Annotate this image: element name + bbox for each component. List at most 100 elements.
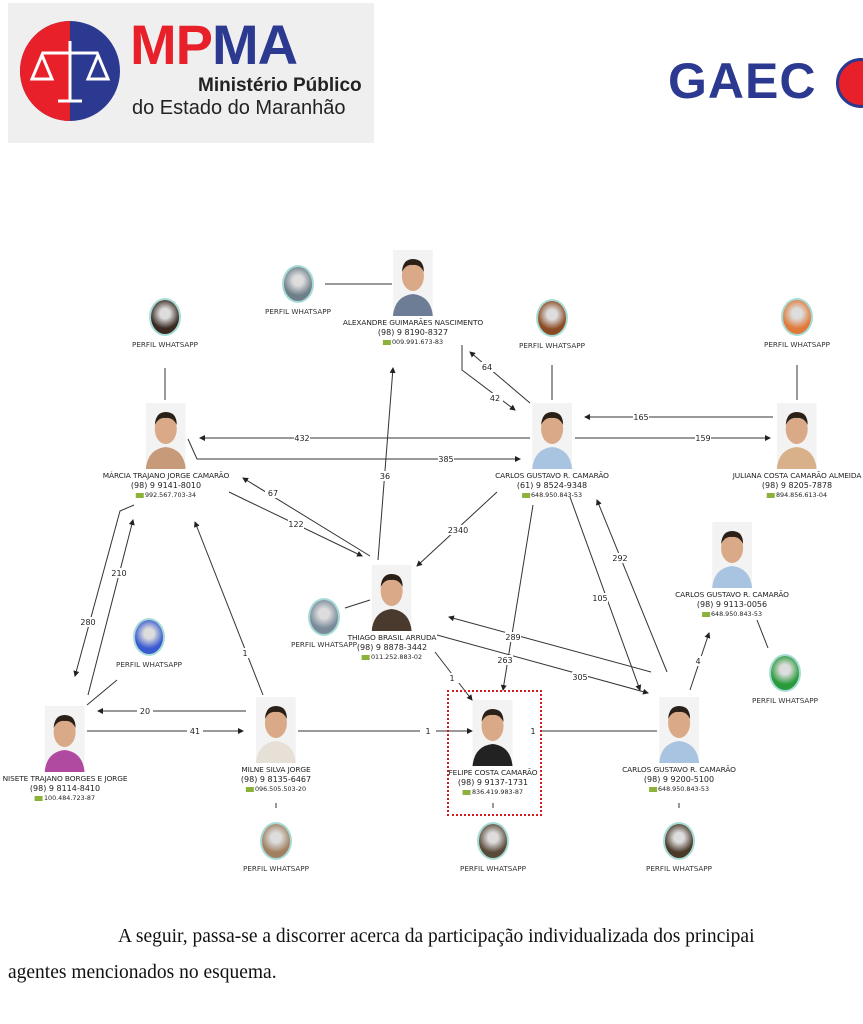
edge-count-label: 292 <box>612 554 627 563</box>
person-phone: (98) 9 8114-8410 <box>29 784 101 793</box>
edge-count-label: 1 <box>425 727 430 736</box>
person-cpf: 648.950.843-53 <box>675 610 789 618</box>
whatsapp-label: PERFIL WHATSAPP <box>752 696 818 705</box>
person-node-carlos1[interactable]: CARLOS GUSTAVO R. CAMARÃO (61) 9 8524-93… <box>495 403 609 499</box>
whatsapp-profile-7[interactable]: PERFIL WHATSAPP <box>243 822 309 873</box>
person-cpf: 011.252.883-02 <box>348 653 437 661</box>
whatsapp-profile-4[interactable]: PERFIL WHATSAPP <box>752 654 818 705</box>
whatsapp-label: PERFIL WHATSAPP <box>764 340 830 349</box>
person-node-nisete[interactable]: NISETE TRAJANO BORGES E JORGE (98) 9 811… <box>3 706 128 802</box>
person-name: JULIANA COSTA CAMARÃO ALMEIDA <box>732 471 862 480</box>
whatsapp-label: PERFIL WHATSAPP <box>291 640 357 649</box>
edge-line <box>242 477 371 557</box>
edge-count-label: 105 <box>592 594 607 603</box>
person-name: FELIPE COSTA CAMARÃO <box>448 768 538 777</box>
edge-line <box>194 521 264 696</box>
id-card-icon <box>34 795 43 801</box>
person-cpf: 009.991.673-83 <box>343 338 483 346</box>
whatsapp-profile-6[interactable]: PERFIL WHATSAPP <box>116 618 182 669</box>
person-node-felipe[interactable]: FELIPE COSTA CAMARÃO (98) 9 9137-1731 83… <box>449 700 538 796</box>
whatsapp-label: PERFIL WHATSAPP <box>646 864 712 873</box>
person-node-carlos3[interactable]: CARLOS GUSTAVO R. CAMARÃO (98) 9 9113-00… <box>675 522 789 618</box>
edge-line <box>436 634 649 695</box>
id-card-icon <box>766 492 775 498</box>
whatsapp-avatar-icon <box>536 299 568 337</box>
edge-line <box>377 367 396 561</box>
person-cpf: 096.505.503-20 <box>241 785 311 793</box>
edge-count-label: 385 <box>438 455 453 464</box>
edge-line <box>344 599 371 609</box>
person-photo <box>393 250 433 316</box>
person-node-thiago[interactable]: THIAGO BRASIL ARRUDA (98) 9 8878-3442 01… <box>347 565 437 661</box>
whatsapp-avatar-icon <box>282 265 314 303</box>
id-card-icon <box>701 611 710 617</box>
id-card-icon <box>462 789 471 795</box>
whatsapp-avatar-icon <box>769 654 801 692</box>
person-photo <box>532 403 572 469</box>
edge-line <box>86 679 118 706</box>
whatsapp-label: PERFIL WHATSAPP <box>519 341 585 350</box>
person-node-milne[interactable]: MILNE SILVA JORGE (98) 9 8135-6467 096.5… <box>241 697 311 793</box>
edge-count-label: 305 <box>572 673 587 682</box>
id-card-icon <box>245 786 254 792</box>
person-node-marcia[interactable]: MÁRCIA TRAJANO JORGE CAMARÃO (98) 9 9141… <box>103 403 229 499</box>
person-photo <box>44 706 85 772</box>
edge-count-label: 1 <box>530 727 535 736</box>
person-phone: (98) 9 9137-1731 <box>457 778 529 787</box>
person-name: CARLOS GUSTAVO R. CAMARÃO <box>495 471 609 480</box>
body-paragraph-line1: A seguir, passa-se a discorrer acerca da… <box>118 926 755 947</box>
edge-count-label: 1 <box>449 674 454 683</box>
scales-of-justice-icon <box>20 21 120 121</box>
whatsapp-label: PERFIL WHATSAPP <box>132 340 198 349</box>
edge-count-label: 263 <box>497 656 512 665</box>
person-node-carlos2[interactable]: CARLOS GUSTAVO R. CAMARÃO (98) 9 9200-51… <box>622 697 736 793</box>
person-photo <box>712 522 752 588</box>
edge-count-label: 210 <box>111 569 126 578</box>
person-phone: (98) 9 8190-8327 <box>377 328 449 337</box>
person-photo <box>659 697 699 763</box>
whatsapp-profile-1[interactable]: PERFIL WHATSAPP <box>132 298 198 349</box>
person-phone: (61) 9 8524-9348 <box>516 481 588 490</box>
edge-count-label: 64 <box>482 363 492 372</box>
person-cpf: 100.484.723-87 <box>3 794 128 802</box>
edge-count-label: 289 <box>505 633 520 642</box>
person-name: MILNE SILVA JORGE <box>241 765 311 774</box>
edge-count-label: 159 <box>695 434 710 443</box>
logo-mp: MP <box>130 13 213 76</box>
edge-line <box>448 615 652 673</box>
edge-count-label: 122 <box>288 520 303 529</box>
person-name: ALEXANDRE GUIMARÃES NASCIMENTO <box>342 318 484 327</box>
id-card-icon <box>521 492 530 498</box>
edge-count-label: 1 <box>242 649 247 658</box>
person-name: THIAGO BRASIL ARRUDA <box>347 633 437 642</box>
whatsapp-label: PERFIL WHATSAPP <box>460 864 526 873</box>
body-paragraph-line2: agentes mencionados no esquema. <box>8 962 277 983</box>
edge-count-label: 432 <box>294 434 309 443</box>
whatsapp-profile-5[interactable]: PERFIL WHATSAPP <box>291 598 357 649</box>
person-phone: (98) 9 8878-3442 <box>356 643 428 652</box>
whatsapp-profile-3[interactable]: PERFIL WHATSAPP <box>764 298 830 349</box>
person-photo <box>146 403 186 469</box>
person-phone: (98) 9 9113-0056 <box>696 600 768 609</box>
whatsapp-profile-0[interactable]: PERFIL WHATSAPP <box>265 265 331 316</box>
id-card-icon <box>382 339 391 345</box>
person-cpf: 894.856.613-04 <box>733 491 862 499</box>
id-card-icon <box>361 654 370 660</box>
person-node-juliana[interactable]: JULIANA COSTA CAMARÃO ALMEIDA (98) 9 820… <box>732 403 862 499</box>
whatsapp-profile-8[interactable]: PERFIL WHATSAPP <box>460 822 526 873</box>
whatsapp-label: PERFIL WHATSAPP <box>265 307 331 316</box>
org-line2: do Estado do Maranhão <box>132 97 346 119</box>
whatsapp-profile-9[interactable]: PERFIL WHATSAPP <box>646 822 712 873</box>
person-phone: (98) 9 8135-6467 <box>240 775 312 784</box>
person-node-alexandre[interactable]: ALEXANDRE GUIMARÃES NASCIMENTO (98) 9 81… <box>343 250 483 346</box>
edge-count-label: 42 <box>490 394 500 403</box>
highlight-box-felipe <box>447 690 542 816</box>
whatsapp-avatar-icon <box>781 298 813 336</box>
edge-line <box>469 351 531 404</box>
edge-count-label: 2340 <box>448 526 468 535</box>
edge-line <box>87 519 135 696</box>
id-card-icon <box>648 786 657 792</box>
edge-line <box>187 438 521 462</box>
whatsapp-profile-2[interactable]: PERFIL WHATSAPP <box>519 299 585 350</box>
